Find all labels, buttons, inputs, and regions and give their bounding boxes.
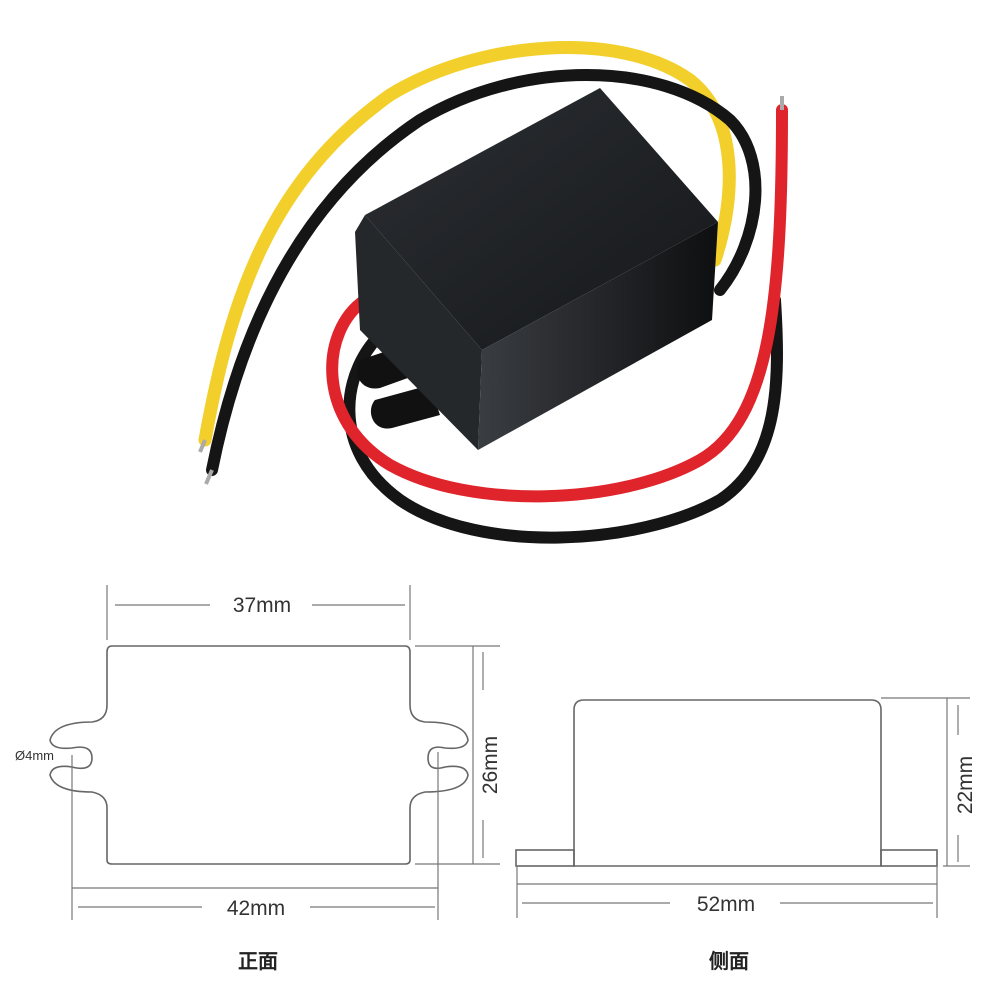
width-37-label: 37mm [233,594,291,617]
front-view-caption: 正面 [238,949,278,973]
black-wire-left [206,69,762,476]
width-42-label: 42mm [227,897,285,920]
mounting-tab [370,385,440,429]
side-view-drawing: 22mm 52mm 侧面 [515,697,977,973]
converter-end-face [355,215,482,450]
side-view-caption: 侧面 [709,949,749,973]
side-outline [573,699,882,867]
length-52-label: 52mm [697,893,755,916]
hole-diameter-label: Ø4mm [15,748,54,763]
side-flange-right [880,849,938,867]
yellow-wire [198,41,736,447]
red-wire [326,104,788,503]
height-22-label: 22mm [954,756,977,814]
wire-tip [198,439,207,453]
height-26-label: 26mm [479,736,502,794]
front-outline [49,645,469,865]
converter-photo [198,41,788,544]
converter-top-face [365,88,718,350]
wire-tip [204,469,214,485]
converter-side-face [478,222,718,450]
side-flange-left [515,849,575,867]
front-view-drawing: 37mm 26mm 42mm Ø4mm 正面 [15,585,502,973]
